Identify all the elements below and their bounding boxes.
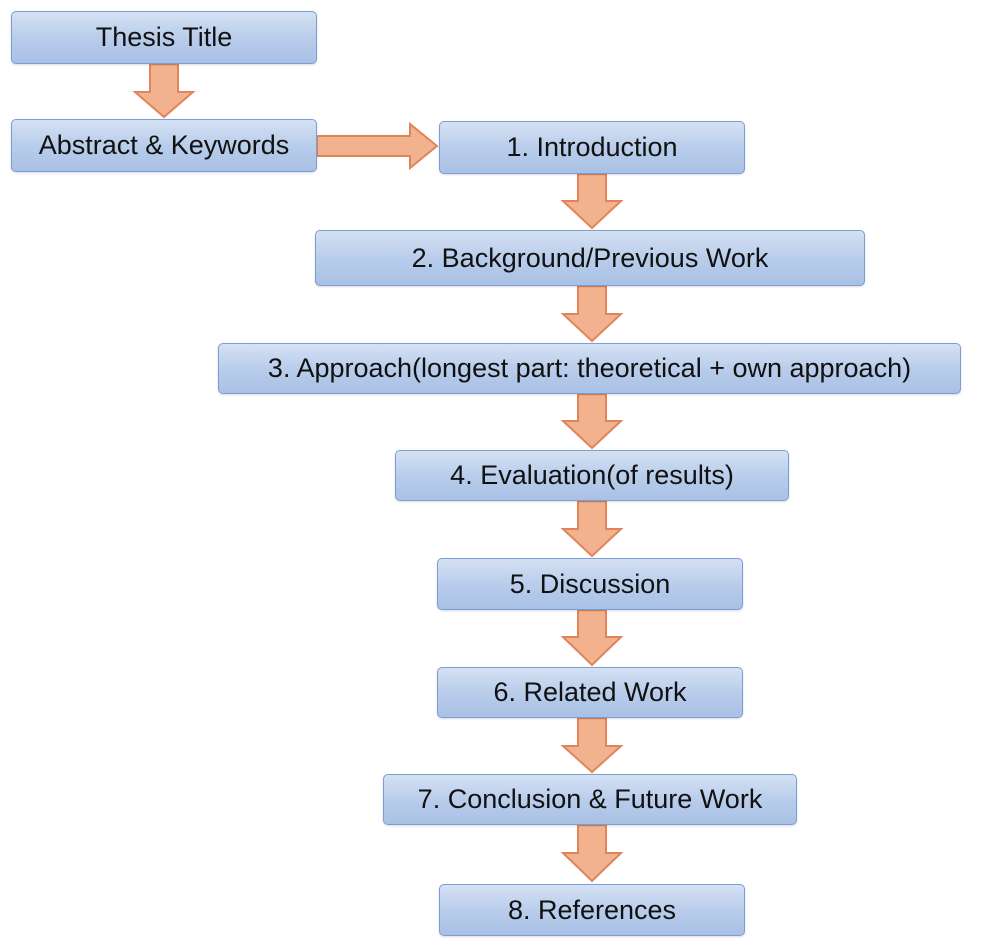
node-background: 2. Background/Previous Work: [315, 230, 865, 286]
arrow-title-to-abstract: [132, 63, 196, 119]
node-thesis-title: Thesis Title: [11, 11, 317, 64]
node-references: 8. References: [439, 884, 745, 936]
node-introduction: 1. Introduction: [439, 121, 745, 174]
node-related-work: 6. Related Work: [437, 667, 743, 718]
node-label: 5. Discussion: [509, 568, 671, 599]
node-label: 6. Related Work: [493, 677, 687, 707]
node-label: Thesis Title: [95, 22, 233, 52]
arrow-background-to-approach: [560, 285, 624, 343]
arrow-evaluation-to-discussion: [560, 500, 624, 558]
node-approach: 3. Approach(longest part: theoretical + …: [218, 343, 961, 394]
arrow-related-to-conclusion: [560, 717, 624, 774]
arrow-abstract-to-intro: [316, 121, 439, 171]
node-label: Abstract & Keywords: [38, 130, 290, 160]
node-abstract-keywords: Abstract & Keywords: [11, 119, 317, 172]
arrow-discussion-to-related: [560, 609, 624, 667]
node-label: 2. Background/Previous Work: [411, 242, 769, 273]
arrow-intro-to-background: [560, 173, 624, 230]
node-conclusion: 7. Conclusion & Future Work: [383, 774, 797, 825]
node-label: 3. Approach(longest part: theoretical + …: [267, 353, 912, 383]
node-label: 8. References: [507, 894, 677, 925]
node-label: 7. Conclusion & Future Work: [417, 784, 763, 814]
node-label: 4. Evaluation(of results): [450, 460, 734, 490]
arrow-approach-to-evaluation: [560, 393, 624, 450]
node-label: 1. Introduction: [506, 132, 678, 162]
arrow-conclusion-to-references: [560, 824, 624, 883]
node-discussion: 5. Discussion: [437, 558, 743, 610]
node-evaluation: 4. Evaluation(of results): [395, 450, 789, 501]
